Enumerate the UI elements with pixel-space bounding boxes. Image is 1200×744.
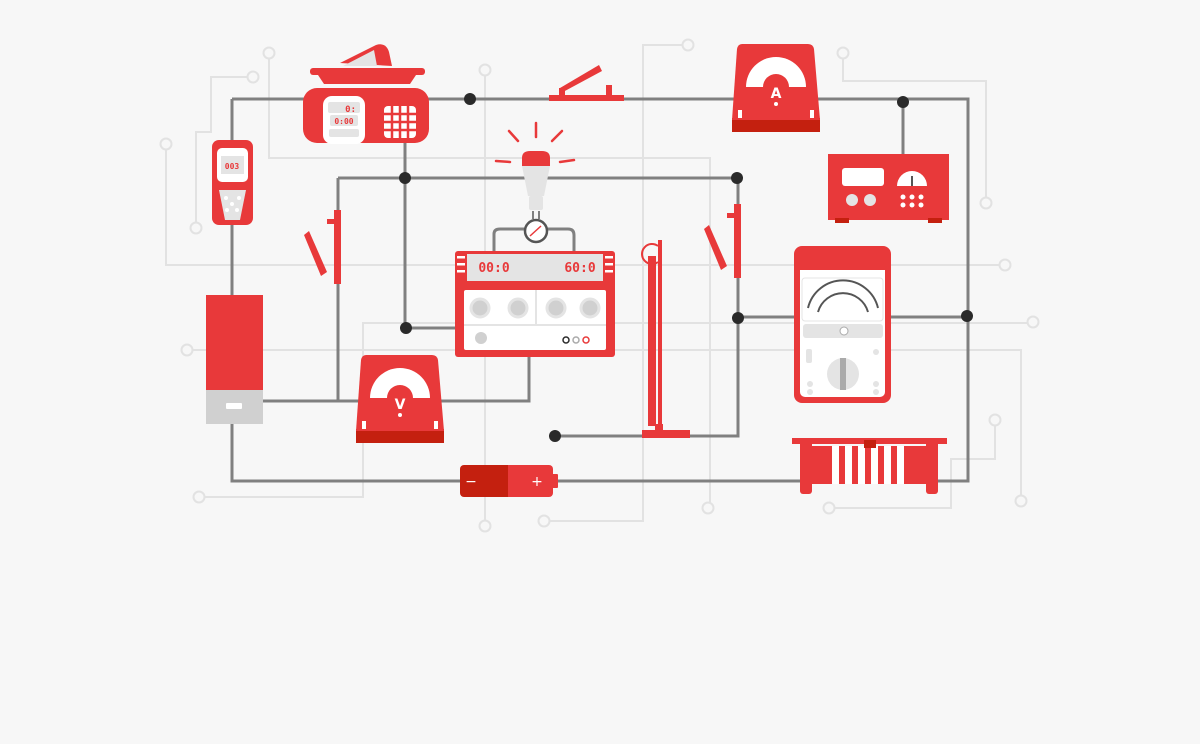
battery-plus-sign: +: [531, 474, 543, 490]
voltmeter-letter: V: [395, 397, 406, 413]
analog-multimeter: [794, 246, 891, 403]
power-supply: 00:0 60:0: [455, 251, 615, 357]
scale-display-mid: 0:00: [334, 117, 353, 126]
scale-display-top: 0:: [345, 105, 356, 115]
rheostat: [792, 438, 947, 494]
power-supply-display-left: 00:0: [478, 261, 509, 276]
transformer-box: [206, 295, 263, 424]
battery-cell: − +: [460, 465, 558, 497]
light-bulb: [494, 121, 576, 244]
ammeter-letter: A: [771, 86, 782, 102]
handheld-meter: 003: [212, 140, 253, 225]
junction-nodes: [399, 93, 973, 442]
battery-minus-sign: −: [465, 474, 477, 490]
ammeter: A: [732, 44, 820, 132]
radio-receiver: [828, 154, 949, 223]
knife-switch-left: [304, 210, 341, 284]
knife-switch-right: [704, 204, 741, 278]
power-supply-display-right: 60:0: [564, 261, 595, 276]
knife-switch-top: [549, 65, 624, 101]
voltmeter: V: [356, 355, 444, 443]
retort-stand: [641, 240, 690, 438]
digital-scale: 0: 0:00: [303, 44, 429, 144]
handheld-display: 003: [225, 162, 240, 171]
